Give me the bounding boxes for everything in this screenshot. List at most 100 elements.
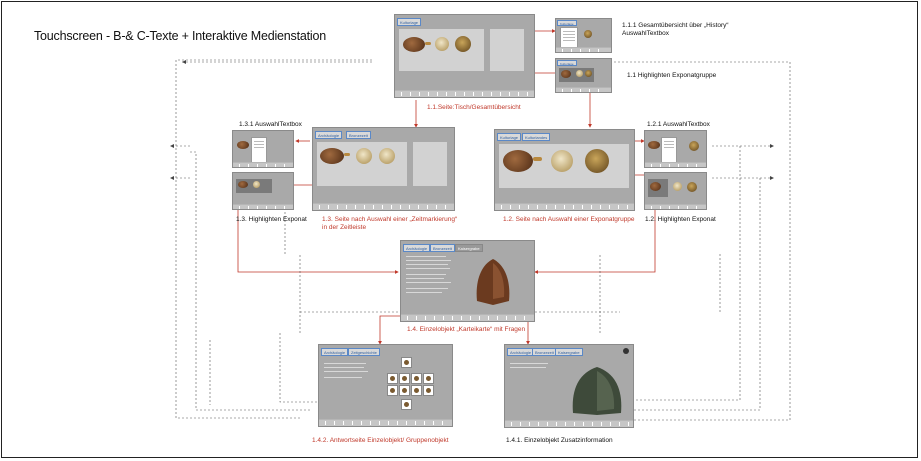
timeline-tick (600, 205, 601, 209)
timeline-bar (645, 162, 706, 167)
timeline-tick (547, 422, 548, 426)
bowl-exhibit[interactable] (356, 148, 372, 164)
timeline-tick (461, 316, 462, 320)
timeline-tick (610, 422, 611, 426)
timeline-bar[interactable] (319, 419, 452, 426)
screen-1-2-highlight[interactable] (644, 172, 707, 210)
timeline-bar[interactable] (401, 314, 534, 321)
answer-thumb[interactable] (399, 373, 410, 384)
timeline-tick (571, 89, 572, 92)
answer-thumb[interactable] (401, 399, 412, 410)
timeline-bar[interactable] (313, 203, 454, 210)
timeline-tick (407, 316, 408, 320)
timeline-tick (589, 49, 590, 52)
tab-bronzezeit[interactable]: Bronzezeit (532, 348, 557, 356)
timeline-tick (669, 206, 670, 209)
tab-zeitgeschichte[interactable]: Zeitgeschichte (348, 348, 380, 356)
tab-kaisergrabe[interactable]: Kaisergrabe (555, 348, 583, 356)
timeline-tick (319, 205, 320, 209)
bowl-exhibit-2[interactable] (455, 36, 471, 52)
answer-thumb[interactable] (411, 373, 422, 384)
timeline-tick (520, 422, 521, 426)
timeline-tick (334, 421, 335, 425)
timeline-bar (233, 162, 293, 167)
screen-1-2-1[interactable] (644, 130, 707, 168)
tab-archaeologie[interactable]: Archäologie (403, 244, 431, 252)
answer-thumb[interactable] (387, 373, 398, 384)
timeline-tick (564, 205, 565, 209)
timeline-tick (555, 205, 556, 209)
screen-1-3-1[interactable] (232, 130, 294, 168)
tab-archaeologie[interactable]: Archäologie (315, 131, 343, 139)
answer-thumb[interactable] (411, 385, 422, 396)
timeline-tick (257, 206, 258, 209)
screen-1-3[interactable]: Archäologie Bronzezeit (312, 127, 455, 211)
timeline-tick (509, 92, 510, 96)
timeline-tick (524, 316, 525, 320)
timeline-tick (510, 205, 511, 209)
timeline-bar[interactable] (395, 90, 534, 97)
bowl-thumb (673, 182, 682, 191)
pan-exhibit[interactable] (503, 150, 533, 172)
answer-thumb[interactable] (423, 385, 434, 396)
screen-1-1-1[interactable]: Kulturlage (555, 18, 612, 53)
tab-kulturlage[interactable]: Kulturlage (397, 18, 422, 26)
timeline-tick (373, 205, 374, 209)
tab-kulturlage[interactable]: Kulturlage (497, 133, 522, 141)
screen-1-4[interactable]: Archäologie Bronzezeit Kaisergrabe (400, 240, 535, 322)
screen-1-2[interactable]: Kulturlage Kulturlandes (494, 129, 635, 211)
timeline-tick (651, 164, 652, 167)
tab-archaeologie[interactable]: Archäologie (507, 348, 535, 356)
timeline-tick (660, 164, 661, 167)
timeline-tick (696, 164, 697, 167)
bowl-thumb-2 (585, 70, 592, 77)
tab-kulturlage[interactable]: Kulturlage (557, 20, 577, 26)
timeline-tick (424, 421, 425, 425)
timeline-bar[interactable] (505, 420, 633, 427)
timeline-tick (482, 92, 483, 96)
tab-kaisergrabe[interactable]: Kaisergrabe (455, 244, 483, 252)
bowl-exhibit-2[interactable] (585, 149, 609, 173)
timeline-tick (537, 205, 538, 209)
timeline-bar[interactable] (495, 203, 634, 210)
tab-archaeologie[interactable]: Archäologie (321, 348, 349, 356)
tab-bronzezeit[interactable]: Bronzezeit (430, 244, 455, 252)
pan-exhibit[interactable] (320, 148, 344, 164)
timeline-tick (400, 205, 401, 209)
pan-handle (425, 42, 431, 45)
tab-kulturlage[interactable]: Kulturlage (557, 60, 577, 66)
timeline-tick (239, 164, 240, 167)
answer-thumb[interactable] (401, 357, 412, 368)
timeline-tick (361, 421, 362, 425)
screen-1-4-1[interactable]: Archäologie Bronzezeit Kaisergrabe (504, 344, 634, 428)
timeline-tick (669, 164, 670, 167)
timeline-tick (436, 205, 437, 209)
bowl-thumb (576, 70, 583, 77)
screen-1-1-highlight[interactable]: Kulturlage (555, 58, 612, 93)
timeline-tick (410, 92, 411, 96)
timeline-tick (591, 205, 592, 209)
pan-thumb (238, 181, 248, 188)
label-1-1-1: 1.1.1 Gesamtübersicht über „History“ Aus… (622, 22, 729, 37)
close-icon[interactable] (623, 348, 629, 354)
bowl-exhibit[interactable] (551, 150, 573, 172)
tab-kulturlandes[interactable]: Kulturlandes (522, 133, 551, 141)
pan-exhibit[interactable] (403, 37, 425, 52)
timeline-tick (275, 206, 276, 209)
timeline-tick (488, 316, 489, 320)
answer-thumb[interactable] (399, 385, 410, 396)
bowl-exhibit[interactable] (435, 37, 449, 51)
screen-1-4-2[interactable]: Archäologie Zeitgeschichte (318, 344, 453, 427)
timeline-tick (574, 422, 575, 426)
timeline-tick (455, 92, 456, 96)
tab-bronzezeit[interactable]: Bronzezeit (346, 131, 371, 139)
timeline-tick (391, 205, 392, 209)
answer-thumb[interactable] (423, 373, 434, 384)
label-1-4-1: 1.4.1. Einzelobjekt Zusatzinformation (506, 437, 613, 444)
bowl-exhibit-2[interactable] (379, 148, 395, 164)
screen-1-3-highlight[interactable] (232, 172, 294, 210)
timeline-tick (582, 205, 583, 209)
choice-textbox (661, 137, 677, 163)
answer-thumb[interactable] (387, 385, 398, 396)
screen-1-1[interactable]: Kulturlage (394, 14, 535, 98)
